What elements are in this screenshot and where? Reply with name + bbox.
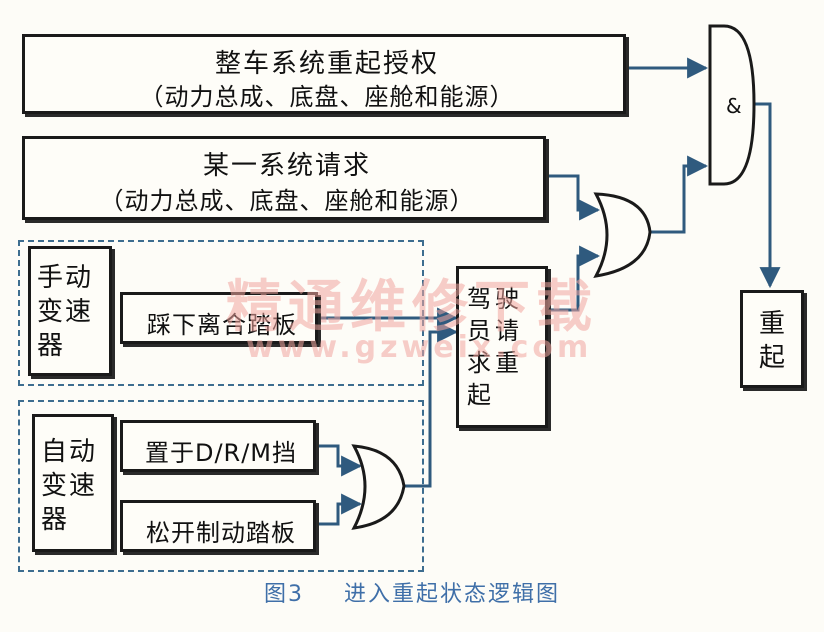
system-request-box: 某一系统请求 （动力总成、底盘、座舱和能源） bbox=[22, 136, 546, 220]
automatic-transmission-box: 自动变速器 bbox=[32, 414, 114, 552]
clutch-pedal-box: 踩下离合踏板 bbox=[120, 292, 318, 344]
watermark-title: 精通维修下载 bbox=[226, 275, 598, 340]
wire-auto-or-to-driver bbox=[404, 321, 459, 488]
clutch-pedal-label: 踩下离合踏板 bbox=[147, 311, 297, 339]
and-gate-shape bbox=[708, 24, 756, 186]
system-request-subsystems: （动力总成、底盘、座舱和能源） bbox=[99, 187, 475, 215]
automatic-transmission-label: 自动变速器 bbox=[41, 437, 98, 535]
wire-and-to-output bbox=[754, 102, 781, 289]
manual-transmission-group bbox=[18, 240, 424, 386]
brake-release-box: 松开制动踏板 bbox=[120, 500, 316, 552]
gear-position-box: 置于D/R/M挡 bbox=[120, 420, 316, 472]
restart-output-box: 重起 bbox=[740, 290, 804, 388]
wire-request-to-or bbox=[546, 174, 601, 221]
brake-release-label: 松开制动踏板 bbox=[146, 519, 296, 547]
wire-driver-to-or bbox=[548, 245, 601, 312]
restart-authorization-title: 整车系统重起授权 bbox=[214, 49, 439, 79]
driver-restart-request-label: 驾驶员请求重起 bbox=[467, 285, 523, 409]
auto-or-gate-shape bbox=[351, 444, 406, 530]
wire-or-to-and bbox=[650, 155, 709, 234]
and-gate-symbol: & bbox=[726, 94, 742, 118]
driver-restart-request-box: 驾驶员请求重起 bbox=[456, 266, 548, 428]
wire-brake-to-or bbox=[316, 493, 363, 526]
system-request-title: 某一系统请求 bbox=[202, 151, 371, 181]
wire-drm-to-or bbox=[316, 444, 363, 477]
automatic-transmission-group bbox=[18, 400, 424, 572]
manual-transmission-box: 手动变速器 bbox=[28, 246, 112, 376]
gear-position-label: 置于D/R/M挡 bbox=[144, 439, 298, 467]
figure-title: 进入重起状态逻辑图 bbox=[343, 582, 560, 607]
restart-output-label: 重起 bbox=[759, 309, 786, 373]
or-gate-shape bbox=[593, 192, 652, 278]
figure-number: 图3 bbox=[263, 582, 304, 607]
watermark-url: www.gzweix.com bbox=[246, 330, 593, 365]
restart-authorization-box: 整车系统重起授权 （动力总成、底盘、座舱和能源） bbox=[22, 34, 626, 114]
figure-caption: 图3 进入重起状态逻辑图 bbox=[0, 576, 824, 608]
restart-authorization-subsystems: （动力总成、底盘、座舱和能源） bbox=[139, 83, 515, 111]
manual-transmission-label: 手动变速器 bbox=[37, 263, 94, 361]
